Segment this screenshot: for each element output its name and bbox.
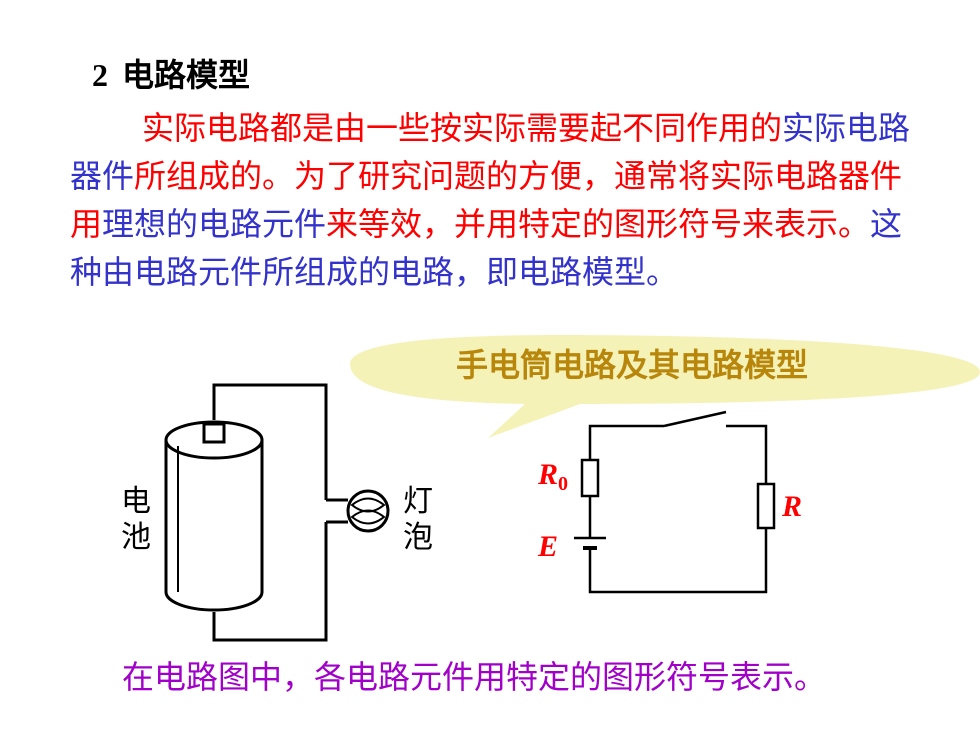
- r0-label-main: R: [538, 458, 559, 491]
- battery-terminal: [202, 422, 226, 444]
- bulb-label-2: 泡: [403, 520, 433, 555]
- model-wire-top-left: [588, 424, 664, 460]
- para-seg-4: 理想的电路元件: [102, 205, 327, 243]
- callout-shape: [349, 335, 980, 438]
- battery-label-1: 电: [121, 484, 151, 519]
- r0-label: R0: [538, 458, 568, 496]
- battery-label: 电 池: [118, 484, 154, 556]
- bulb-filament-1: [350, 497, 386, 513]
- callout-text: 手电筒电路及其电路模型: [456, 346, 809, 384]
- r-resistor: [756, 482, 776, 530]
- bottom-caption: 在电路图中，各电路元件用特定的图形符号表示。: [122, 658, 827, 696]
- para-seg-5: 来等效，并用特定的图形符号来表示。: [326, 205, 871, 243]
- bulb-label-1: 灯: [403, 484, 433, 519]
- r0-resistor: [580, 458, 600, 498]
- para-seg-6: 这种由电路元件所组成的电路，即电路模型。: [70, 205, 903, 291]
- body-paragraph: 实际电路都是由一些按实际需要起不同作用的实际电路器件所组成的。为了研究问题的方便…: [70, 104, 930, 296]
- r0-label-sub: 0: [558, 473, 569, 495]
- bottom-wire: [212, 522, 328, 642]
- para-seg-1: 实际电路都是由一些按实际需要起不同作用的: [142, 109, 783, 147]
- bulb-label: 灯 泡: [400, 484, 436, 556]
- bulb-filament-2: [350, 509, 386, 525]
- model-wire-top-right: [726, 424, 768, 484]
- r-label: R: [782, 490, 803, 523]
- battery-body: [164, 440, 264, 612]
- section-number: 2: [92, 57, 108, 93]
- top-wire: [212, 383, 328, 500]
- para-seg-3: 所组成的。为了研究问题的方便，通常将实际电路器件用: [70, 157, 903, 243]
- section-heading: 2 电路模型: [92, 50, 250, 96]
- battery-label-2: 池: [121, 520, 151, 555]
- para-seg-2: 实际电路器件: [70, 109, 911, 195]
- e-label: E: [538, 530, 559, 563]
- section-title: 电路模型: [122, 56, 251, 94]
- model-wire-bottom: [588, 528, 768, 594]
- switch-blade: [663, 410, 727, 428]
